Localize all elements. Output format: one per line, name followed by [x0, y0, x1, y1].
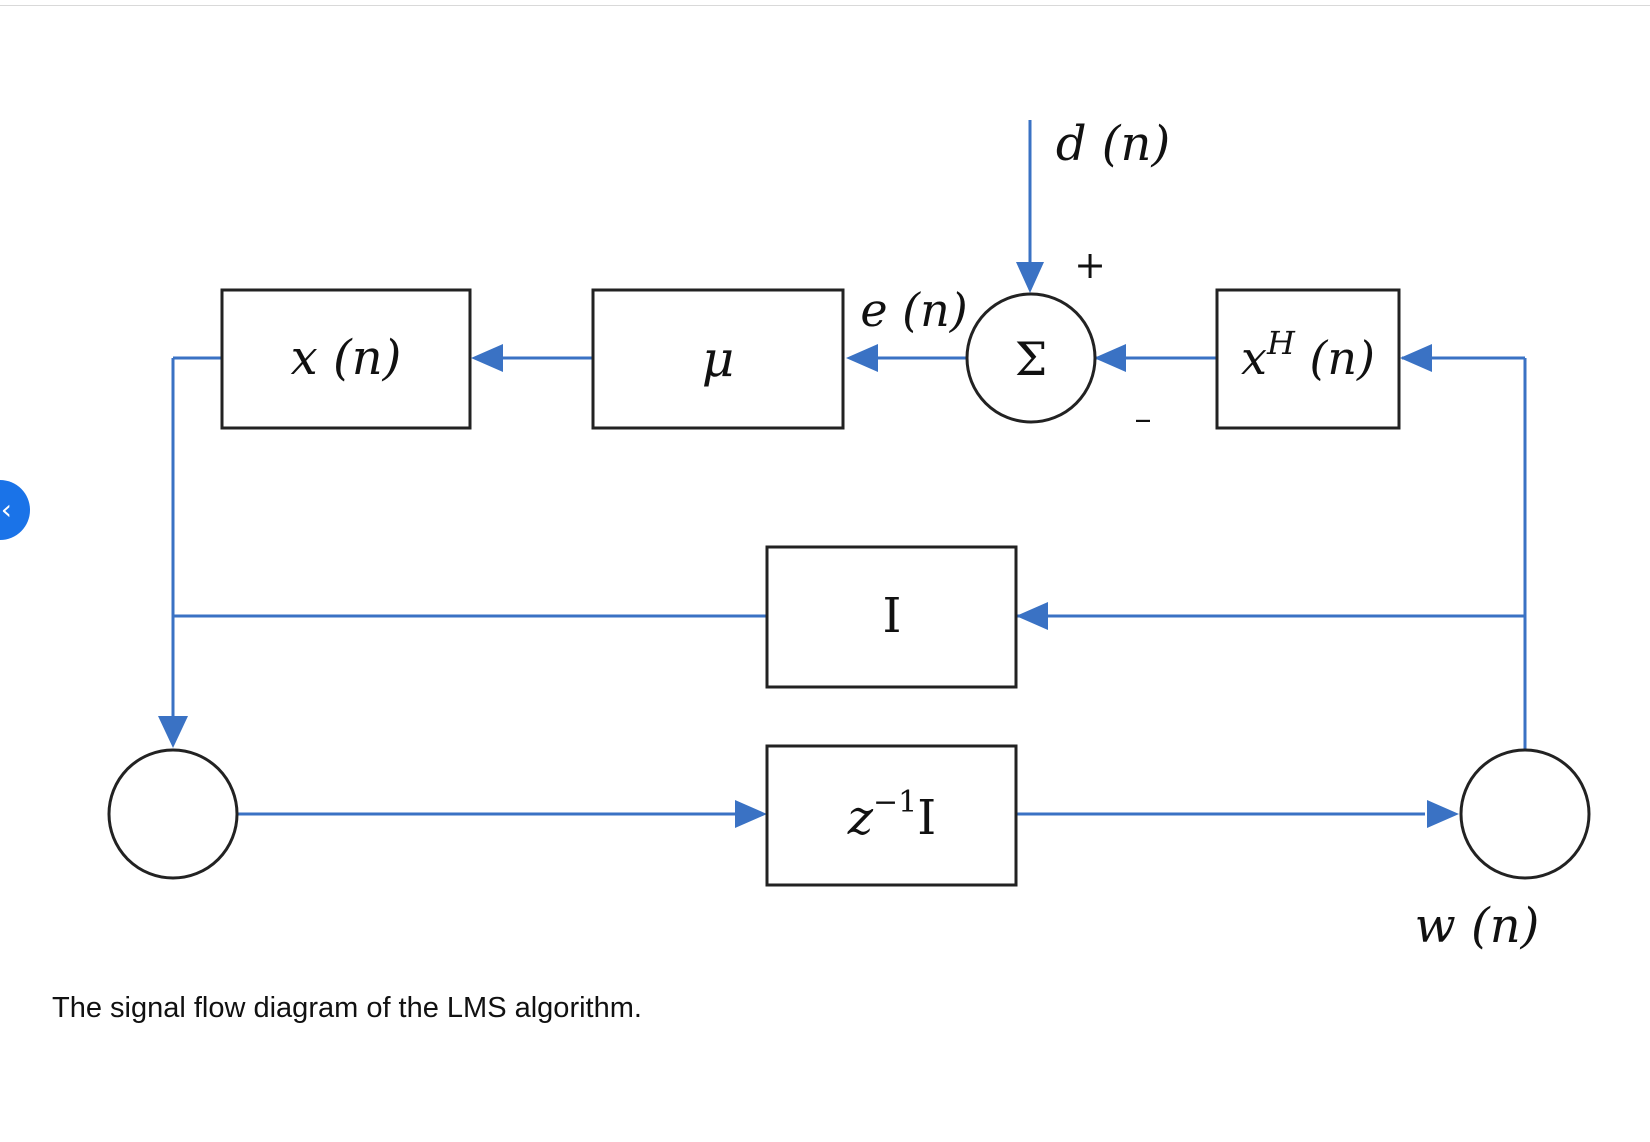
mu-block-label: μ	[702, 330, 735, 388]
arrow-into-summer	[1016, 262, 1044, 293]
arrow-into-left-node	[158, 716, 188, 748]
arrow-into-delay	[735, 800, 767, 828]
mu-block	[591, 288, 845, 430]
arrow-into-x	[471, 344, 503, 372]
arrow-into-xh	[1400, 344, 1432, 372]
summer-symbol: Σ	[1015, 332, 1048, 386]
arrow-into-identity	[1016, 602, 1048, 630]
summer-minus-sign: –	[1135, 399, 1152, 439]
summer-junction	[965, 292, 1097, 424]
blocks	[107, 288, 1591, 887]
delay-block	[765, 744, 1018, 887]
signal-lines	[171, 120, 1527, 816]
identity-block	[765, 545, 1018, 689]
left-node	[107, 748, 239, 880]
arrowheads	[158, 262, 1459, 828]
identity-block-label: I	[883, 588, 902, 644]
arrow-into-mu	[846, 344, 878, 372]
summer-plus-sign: +	[1074, 243, 1106, 287]
right-node	[1459, 748, 1591, 880]
x-block	[220, 288, 472, 430]
arrow-into-right-node	[1427, 800, 1459, 828]
delay-block-label: z−1I	[847, 785, 937, 846]
d-signal-label: d (n)	[1056, 116, 1170, 172]
figure-caption: The signal flow diagram of the LMS algor…	[52, 992, 642, 1024]
arrow-into-summer-right	[1094, 344, 1126, 372]
e-signal-label: e (n)	[860, 283, 967, 337]
xh-block-label: xH (n)	[1241, 324, 1375, 385]
w-signal-label: w (n)	[1415, 898, 1540, 954]
top-divider	[0, 5, 1650, 6]
x-block-label: x (n)	[291, 330, 402, 386]
xh-block	[1215, 288, 1401, 430]
